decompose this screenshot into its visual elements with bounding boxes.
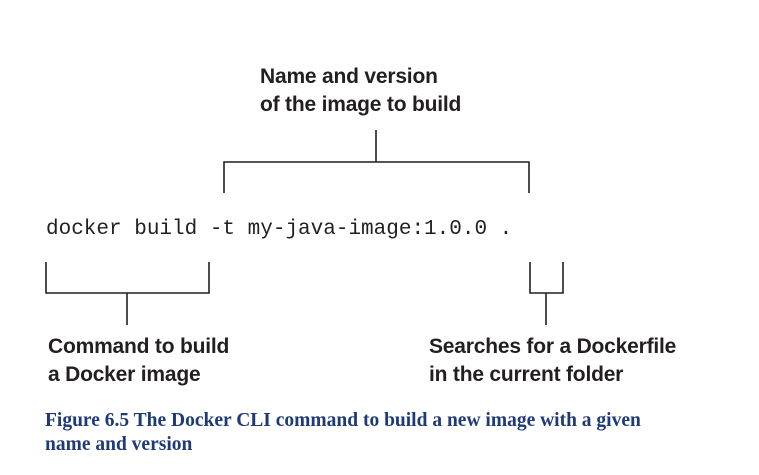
build-command-label: Command to build a Docker image <box>48 333 229 389</box>
build-command-label-line2: a Docker image <box>48 363 201 386</box>
image-name-bracket <box>223 161 530 193</box>
image-name-version-label: Name and version of the image to build <box>260 63 461 119</box>
figure-caption: Figure 6.5 The Docker CLI command to bui… <box>45 409 735 457</box>
build-context-label: Searches for a Dockerfile in the current… <box>429 333 676 389</box>
build-command-bracket <box>45 262 210 294</box>
image-name-version-label-line1: Name and version <box>260 65 438 88</box>
image-name-version-label-line2: of the image to build <box>260 93 462 116</box>
figure-caption-line1: Figure 6.5 The Docker CLI command to bui… <box>45 410 641 431</box>
figure-caption-line2: name and version <box>45 434 193 455</box>
docker-build-command: docker build -t my-java-image:1.0.0 . <box>46 218 513 241</box>
build-context-bracket <box>529 262 564 294</box>
build-context-label-line1: Searches for a Dockerfile <box>429 335 677 358</box>
build-context-label-line2: in the current folder <box>429 363 624 386</box>
build-command-label-line1: Command to build <box>48 335 230 358</box>
